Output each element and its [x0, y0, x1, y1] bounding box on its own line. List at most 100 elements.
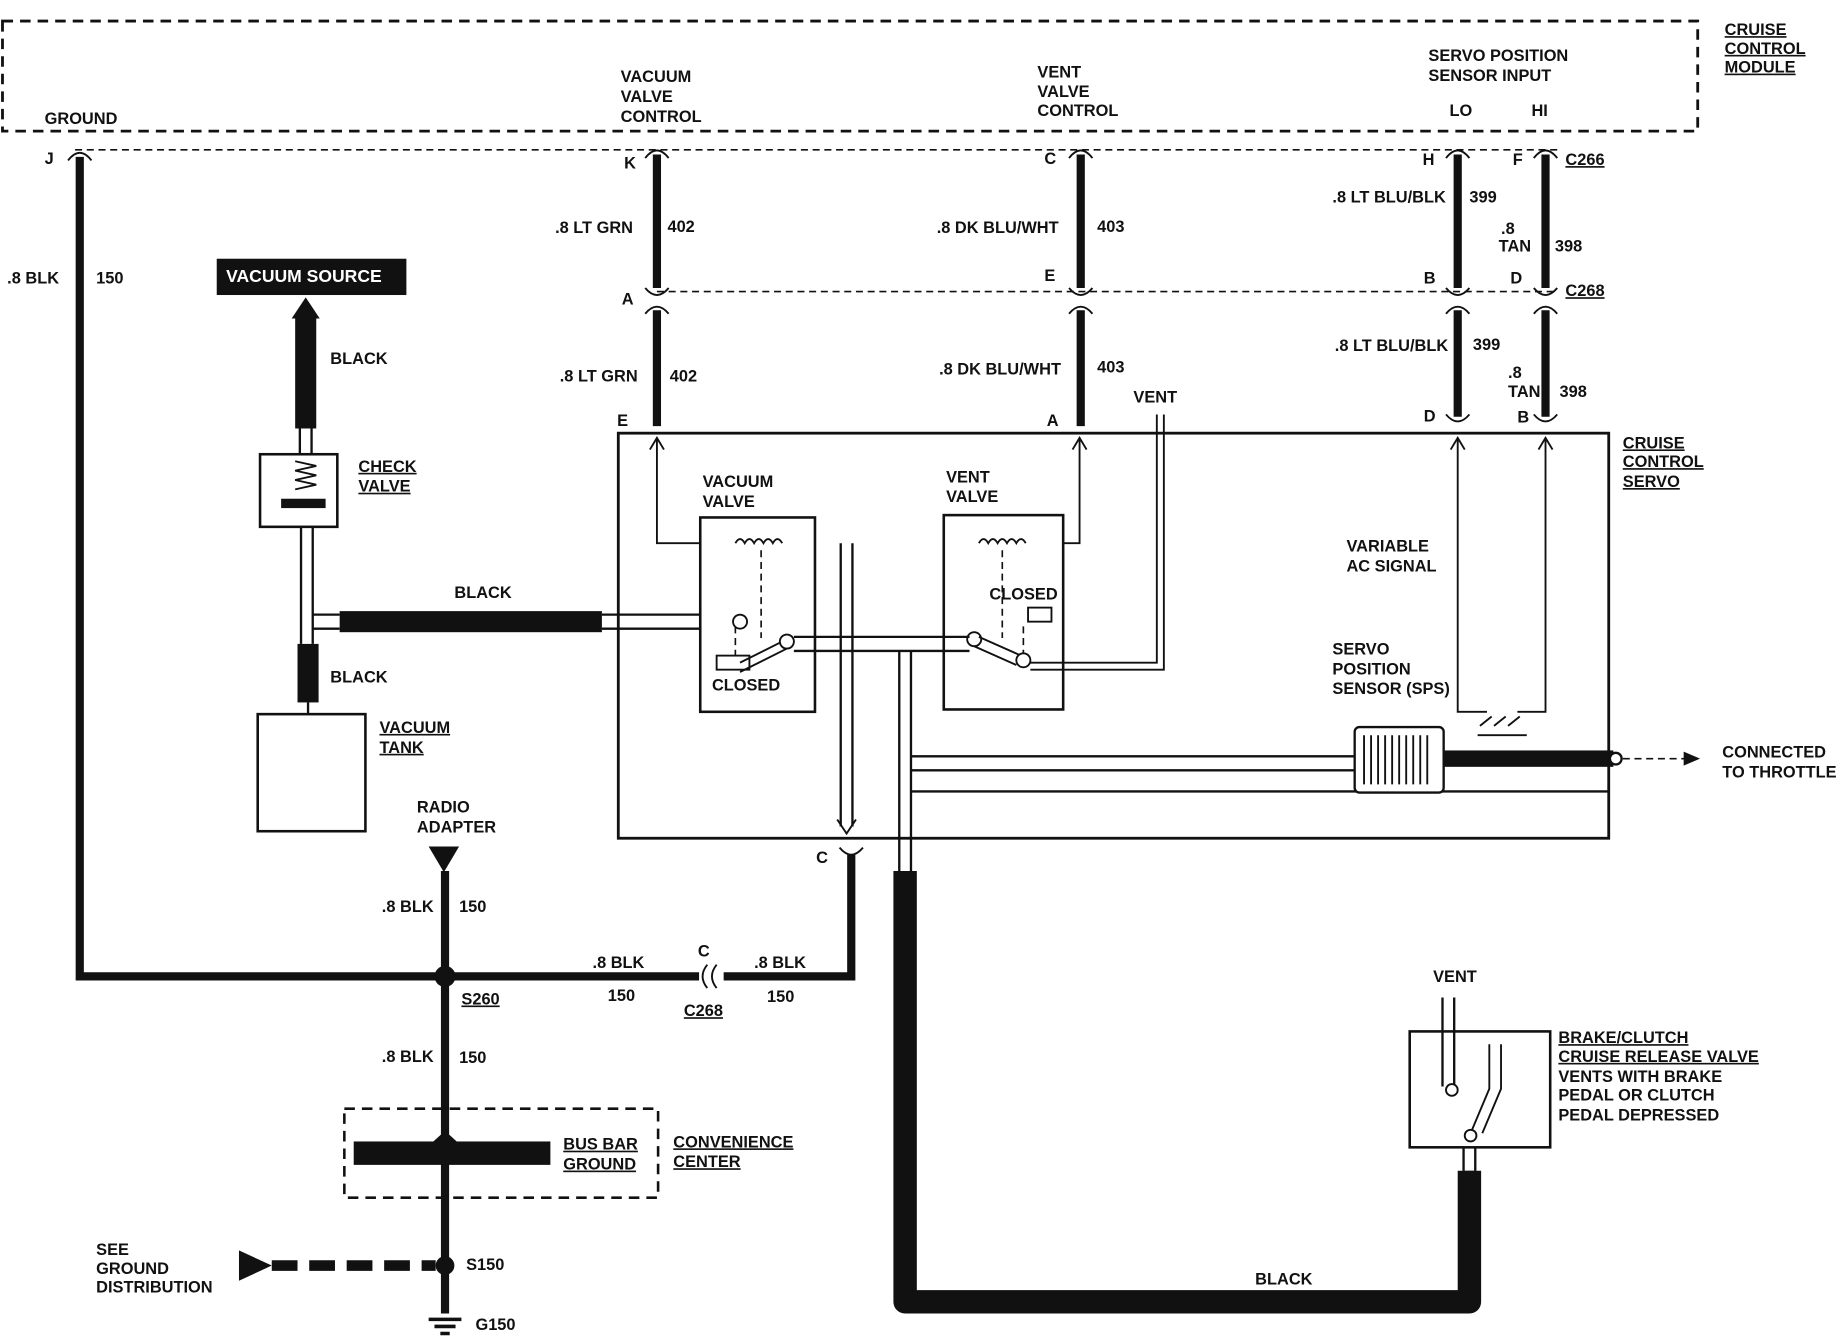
- servo-pin-c-terminal: [838, 846, 864, 856]
- vacuum-manifold-v2: [898, 650, 913, 872]
- lower-wire-circuit: 150: [459, 1049, 486, 1067]
- check-valve-disc: [281, 498, 326, 509]
- tank-hose-color: BLACK: [330, 669, 387, 687]
- c268-ground-connector: [701, 964, 718, 989]
- pin-j-label: J: [45, 150, 54, 168]
- c268-398-top: [1533, 287, 1558, 296]
- servo-vent-label: VENT: [1133, 389, 1177, 407]
- ground-circuit: J .8 BLK 150 RADIO ADAPTER .8 BLK 150 S2…: [7, 150, 864, 1336]
- release-valve-body: [1408, 1030, 1552, 1149]
- check-valve-body: [258, 452, 339, 529]
- ground-wire-circuit: 150: [96, 269, 123, 287]
- ground-wire-right-b: [723, 854, 856, 981]
- wire-399-lower-gauge: .8 LT BLU/BLK: [1335, 337, 1449, 355]
- wire-403-upper-gauge: .8 DK BLU/WHT: [937, 219, 1059, 237]
- c268-pin-e: E: [1044, 267, 1055, 285]
- pin-f-terminal: [1533, 149, 1558, 159]
- vacuum-source-label: VACUUM SOURCE: [226, 266, 382, 286]
- ground-distribution-arrow: [238, 1250, 272, 1281]
- left-gnd-circuit: 150: [608, 987, 635, 1005]
- s260-label: S260: [461, 990, 499, 1008]
- vent-valve-control-line-2: VALVE: [1037, 83, 1089, 101]
- release-valve-line-2: CRUISE RELEASE VALVE: [1558, 1048, 1759, 1066]
- connected-line-1: CONNECTED: [1722, 743, 1826, 761]
- wire-399-upper-gauge: .8 LT BLU/BLK: [1332, 189, 1446, 207]
- vacuum-valve-line-2: VALVE: [703, 493, 755, 511]
- wire-403-upper-circuit: 403: [1097, 218, 1124, 236]
- connected-line-2: TO THROTTLE: [1722, 763, 1836, 781]
- servo-name-line-2: CONTROL: [1623, 453, 1704, 471]
- wire-403-lower-circuit: 403: [1097, 358, 1124, 376]
- convenience-line-1: CONVENIENCE: [673, 1133, 793, 1151]
- wire-402-lower-circuit: 402: [670, 368, 697, 386]
- sps-wires: H .8 LT BLU/BLK 399 B .8 LT BLU/BLK 399 …: [1332, 149, 1605, 427]
- tank-hose-black: [297, 643, 319, 703]
- pin-j-terminal: [67, 151, 93, 161]
- c268-398-bot: [1533, 305, 1558, 315]
- sps-line-1: SERVO: [1332, 640, 1389, 658]
- sps-lead-hi-arrow: [1537, 436, 1554, 451]
- servo-pin-d-label: D: [1424, 407, 1436, 425]
- module-name-line-3: MODULE: [1725, 59, 1796, 77]
- sps-input-line-1: SERVO POSITION: [1428, 47, 1568, 65]
- throttle-rod: [1443, 750, 1614, 767]
- sps-lead-lo: [1456, 437, 1487, 713]
- vent-valve-line-1: VENT: [946, 468, 990, 486]
- wire-398-lower-color: TAN: [1508, 383, 1540, 401]
- wire-402-upper-circuit: 402: [667, 218, 694, 236]
- pin-f-label: F: [1513, 151, 1523, 169]
- c268-label: C268: [1565, 282, 1604, 300]
- vent-valve-closed: CLOSED: [989, 585, 1057, 603]
- wire-398-lower-circuit: 398: [1560, 383, 1587, 401]
- pin-k-label: K: [624, 155, 636, 173]
- release-valve-line-3: VENTS WITH BRAKE: [1558, 1068, 1722, 1086]
- wire-403-lower-gauge: .8 DK BLU/WHT: [939, 361, 1061, 379]
- c268-399-bot: [1445, 305, 1471, 315]
- see-ground-line-1: SEE: [96, 1241, 129, 1259]
- right-gnd-circuit: 150: [767, 988, 794, 1006]
- vacuum-supply: VACUUM SOURCE BLACK CHECK VALVE BLACK VA…: [216, 258, 738, 833]
- c268-ground-label: C268: [684, 1002, 723, 1020]
- radio-adapter-line-1: RADIO: [417, 798, 470, 816]
- radio-adapter-line-2: ADAPTER: [417, 818, 496, 836]
- lower-wire-gauge: .8 BLK: [382, 1048, 434, 1066]
- bus-bar: [353, 1141, 551, 1165]
- release-valve-hose: BLACK VENT BRAKE/CLUTCH CRUISE RELEASE V…: [893, 871, 1759, 1314]
- pin-h-terminal: [1445, 149, 1471, 159]
- wire-399-upper-circuit: 399: [1469, 189, 1496, 207]
- see-ground-line-3: DISTRIBUTION: [96, 1278, 212, 1296]
- source-hose: [295, 318, 317, 429]
- check-valve-spring: [294, 460, 317, 491]
- release-hose-color: BLACK: [1255, 1270, 1312, 1288]
- c268-403-bot: [1068, 305, 1094, 315]
- vent-valve-lever-a: [978, 636, 1022, 657]
- sps-line-3: SENSOR (SPS): [1332, 680, 1449, 698]
- servo-pin-c-label: C: [816, 849, 828, 867]
- supply-hose-color: BLACK: [454, 584, 511, 602]
- valve-control-wires: K .8 LT GRN 402 A .8 LT GRN 402 E C .8 D…: [555, 149, 1558, 430]
- wire-398-lower-gauge: .8: [1508, 364, 1522, 382]
- sps-line-2: POSITION: [1332, 660, 1410, 678]
- convenience-line-2: CENTER: [673, 1153, 740, 1171]
- vent-valve-closed-port: [1027, 606, 1053, 623]
- s150-label: S150: [466, 1256, 504, 1274]
- release-valve-lever: [1469, 1044, 1502, 1134]
- release-hose-inner: [898, 871, 1477, 1309]
- pin-h-label: H: [1423, 151, 1435, 169]
- servo-name-line-1: CRUISE: [1623, 434, 1685, 452]
- release-vent-label: VENT: [1433, 968, 1477, 986]
- pin-c-label: C: [1044, 150, 1056, 168]
- hi-label: HI: [1531, 102, 1547, 120]
- vent-valve-control-arrow: [1071, 436, 1088, 451]
- servo-pin-b-label: B: [1517, 409, 1529, 427]
- pin-c-terminal: [1068, 149, 1094, 159]
- tank-line-1: VACUUM: [379, 719, 450, 737]
- c268-402-bot: [644, 305, 670, 315]
- splice-s150: [435, 1256, 455, 1275]
- bus-bar-tab: [433, 1130, 457, 1142]
- wire-398-upper-circuit: 398: [1555, 238, 1582, 256]
- c268-403-top: [1068, 287, 1094, 296]
- left-gnd-gauge: .8 BLK: [593, 954, 645, 972]
- servo-vent-tube: [1030, 414, 1165, 671]
